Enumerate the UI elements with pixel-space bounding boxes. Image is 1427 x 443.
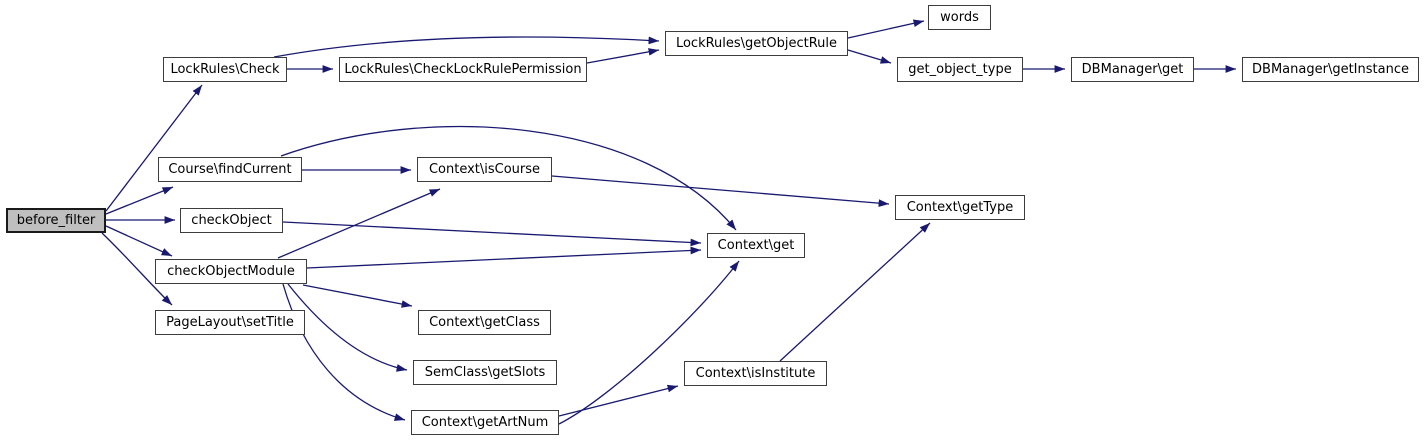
edge-before_filter-check_module — [105, 225, 173, 257]
edge-check_module-get_artnum — [282, 283, 406, 421]
node-db_get[interactable]: DBManager\get — [1071, 57, 1194, 82]
node-lock_objrule[interactable]: LockRules\getObjectRule — [665, 31, 848, 56]
edge-check_module-is_course — [277, 188, 441, 259]
edge-get_artnum-is_institute — [558, 384, 679, 417]
edge-check_module-get_class — [302, 284, 413, 308]
node-find_current[interactable]: Course\findCurrent — [158, 157, 302, 182]
node-ctx_get[interactable]: Context\get — [707, 233, 805, 258]
edge-check_object-ctx_get — [282, 221, 702, 247]
node-set_title[interactable]: PageLayout\setTitle — [155, 310, 305, 335]
node-before_filter: before_filter — [6, 208, 106, 233]
edge-check_module-ctx_get — [306, 246, 702, 269]
node-check_object[interactable]: checkObject — [180, 208, 283, 233]
node-get_class[interactable]: Context\getClass — [418, 310, 551, 335]
edge-lock_perm-lock_objrule — [586, 48, 660, 64]
node-lock_check[interactable]: LockRules\Check — [163, 57, 287, 82]
edge-lock_objrule-get_object_type — [847, 49, 892, 64]
edge-check_module-get_slots — [287, 283, 408, 372]
node-words[interactable]: words — [928, 5, 991, 30]
node-lock_perm[interactable]: LockRules\CheckLockRulePermission — [339, 57, 587, 82]
node-db_getinstance[interactable]: DBManager\getInstance — [1242, 57, 1419, 82]
node-is_institute[interactable]: Context\isInstitute — [684, 361, 827, 386]
edge-get_artnum-ctx_get — [558, 260, 740, 425]
node-get_type[interactable]: Context\getType — [895, 195, 1025, 220]
node-is_course[interactable]: Context\isCourse — [417, 157, 552, 182]
edge-before_filter-find_current — [105, 186, 174, 215]
node-check_module[interactable]: checkObjectModule — [155, 259, 307, 284]
node-get_object_type[interactable]: get_object_type — [897, 57, 1023, 82]
node-get_artnum[interactable]: Context\getArtNum — [411, 410, 559, 435]
edge-lock_objrule-words — [847, 19, 925, 39]
edge-before_filter-lock_check — [105, 84, 203, 212]
edge-lock_check-lock_objrule — [273, 36, 660, 58]
node-get_slots[interactable]: SemClass\getSlots — [413, 360, 557, 385]
edge-is_course-get_type — [551, 175, 890, 207]
